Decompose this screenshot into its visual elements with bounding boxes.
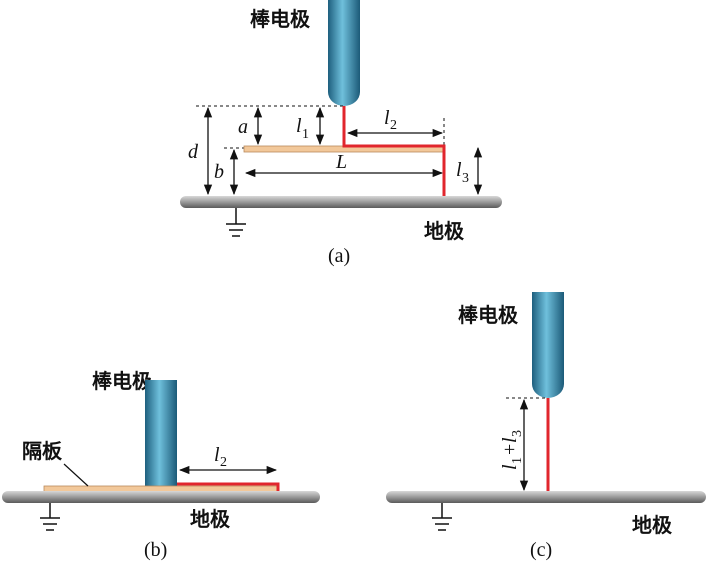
panel-b: 棒电极 l 2 隔板 地极 (b) bbox=[2, 369, 320, 561]
symbol-l1-sub: 1 bbox=[302, 127, 309, 142]
ground-electrode-label-b: 地极 bbox=[190, 507, 231, 531]
symbol-a: a bbox=[238, 116, 248, 138]
symbol-l1-plus-l3: l 1 + l 3 bbox=[499, 430, 525, 470]
sum-plus: + bbox=[499, 444, 521, 455]
symbol-l3: l bbox=[456, 159, 462, 181]
discharge-path-a bbox=[342, 106, 446, 198]
sum-l3: l bbox=[499, 437, 521, 443]
sum-l1: l bbox=[499, 464, 521, 470]
ground-plate-c bbox=[386, 491, 706, 503]
caption-a: (a) bbox=[328, 245, 350, 267]
symbol-L: L bbox=[335, 151, 347, 173]
symbol-l3-sub: 3 bbox=[462, 171, 469, 186]
symbol-l2: l bbox=[384, 107, 390, 129]
ground-symbol-b bbox=[40, 503, 60, 531]
ground-symbol-a bbox=[226, 208, 246, 237]
panel-a: 棒电极 d a b l 1 l 2 L l 3 地极 (a) bbox=[180, 0, 502, 267]
sum-l1-sub: 1 bbox=[510, 457, 525, 464]
rod-electrode-label-a: 棒电极 bbox=[250, 7, 311, 31]
sum-l3-sub: 3 bbox=[510, 430, 525, 437]
symbol-d: d bbox=[188, 141, 199, 163]
symbol-l2-b: l bbox=[214, 444, 220, 466]
symbol-l1: l bbox=[296, 115, 302, 137]
ground-plate-b bbox=[2, 491, 320, 503]
barrier-leader-line bbox=[63, 463, 89, 487]
symbol-l2-sub: 2 bbox=[390, 118, 397, 133]
rod-electrode-a bbox=[328, 0, 360, 106]
symbol-l2-b-sub: 2 bbox=[220, 455, 227, 470]
rod-electrode-label-b: 棒电极 bbox=[92, 369, 153, 393]
discharge-path-b bbox=[177, 482, 280, 492]
ground-electrode-label-a: 地极 bbox=[424, 219, 465, 243]
ground-plate-a bbox=[180, 196, 502, 208]
caption-b: (b) bbox=[144, 539, 167, 561]
caption-c: (c) bbox=[530, 539, 552, 561]
barrier-label: 隔板 bbox=[22, 439, 63, 463]
rod-electrode-c bbox=[532, 292, 564, 398]
ground-electrode-label-c: 地极 bbox=[632, 513, 673, 537]
symbol-b: b bbox=[214, 161, 224, 183]
rod-electrode-b bbox=[145, 380, 177, 486]
ground-symbol-c bbox=[432, 503, 452, 531]
panel-c: 棒电极 l 1 + l 3 地极 (c) bbox=[386, 292, 706, 561]
rod-electrode-label-c: 棒电极 bbox=[458, 303, 519, 327]
